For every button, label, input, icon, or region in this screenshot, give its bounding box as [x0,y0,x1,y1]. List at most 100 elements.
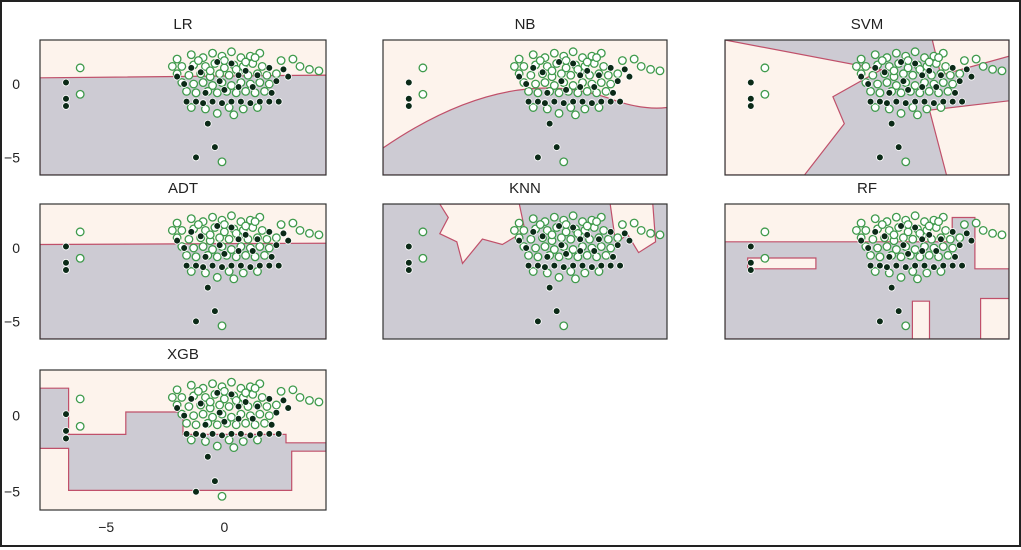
data-point-class1 [198,242,208,252]
data-point-class0 [279,65,288,74]
data-point-class0 [911,261,919,270]
data-point-class1 [186,214,196,224]
data-point-class1 [526,234,536,244]
data-point-class1 [891,81,901,90]
data-point-class0 [218,263,226,271]
data-point-class1 [305,228,314,238]
data-point-class1 [257,392,267,402]
data-point-class0 [208,430,217,438]
data-point-class0 [265,64,274,72]
data-point-class0 [550,97,559,106]
data-point-class1 [193,56,203,65]
data-point-class0 [227,261,236,270]
data-point-class0 [930,99,938,107]
axes-border [39,369,327,511]
data-point-class1 [870,214,880,224]
data-point-class1 [760,89,770,99]
data-point-class1 [938,242,948,252]
data-point-class0 [887,119,896,128]
data-point-class0 [613,241,622,249]
data-point-class0 [948,97,957,106]
data-point-class0 [876,97,884,106]
data-point-class0 [562,250,570,258]
data-point-class0 [962,229,971,238]
data-point-class1 [184,70,194,80]
x-tick-label: −5 [98,519,114,535]
data-point-class1 [212,88,222,98]
data-point-class1 [910,47,920,57]
data-point-class1 [212,441,222,451]
data-point-class1 [295,61,305,71]
axes-border [39,39,327,176]
data-point-class1 [241,250,251,260]
data-point-class0 [864,244,872,252]
data-point-class1 [288,385,298,395]
data-point-class0 [522,244,530,252]
data-point-class1 [528,267,538,276]
data-point-class1 [592,217,602,227]
data-point-class1 [540,78,550,88]
data-point-class1 [571,110,580,120]
data-point-class0 [747,266,755,274]
data-point-class0 [951,89,959,97]
data-point-class1 [172,54,182,64]
data-point-class1 [547,66,557,76]
data-point-class0 [196,68,205,77]
data-point-class1 [305,64,314,74]
data-point-class1 [535,56,545,65]
data-point-class0 [204,119,212,128]
data-point-class1 [556,233,566,243]
data-point-class1 [295,225,305,235]
data-point-class0 [857,236,865,245]
data-point-class1 [870,103,880,112]
data-point-class0 [248,247,257,255]
axes-border [724,39,1010,176]
data-point-class0 [876,317,884,326]
data-point-class1 [617,220,627,229]
data-point-class1 [186,50,196,60]
data-point-class1 [580,268,590,278]
data-point-class1 [913,274,922,284]
data-point-class0 [534,153,542,162]
data-point-class0 [925,231,933,239]
decision-region-3 [911,300,931,339]
data-point-class1 [241,221,251,231]
data-point-class1 [227,377,236,387]
data-point-class1 [250,217,260,227]
data-point-class0 [932,247,941,255]
data-point-class0 [241,67,250,75]
data-point-class1 [276,220,286,229]
data-point-class0 [201,89,210,97]
data-point-class0 [918,235,926,244]
data-point-class0 [246,99,255,107]
data-point-class0 [606,261,615,270]
data-point-class1 [997,230,1007,240]
data-point-class1 [250,53,260,63]
subplot-svm: SVM [724,16,1010,176]
data-point-class1 [208,379,217,389]
axes-border [39,203,327,340]
data-point-class1 [191,420,201,430]
data-point-class1 [582,86,592,96]
data-point-class1 [889,230,899,240]
data-point-class0 [583,67,591,75]
data-point-class0 [948,261,957,270]
data-point-class0 [951,253,959,261]
data-point-class1 [215,400,225,410]
data-point-class1 [760,63,770,73]
data-point-class0 [524,97,533,106]
data-point-class1 [896,88,906,98]
data-point-class0 [529,64,538,72]
data-point-class0 [192,430,200,438]
y-tick-label: −5 [4,149,20,165]
data-point-class0 [246,431,255,440]
data-point-class1 [971,54,981,64]
data-point-class1 [189,79,199,89]
data-point-class0 [227,97,236,106]
data-point-class1 [182,250,191,260]
data-point-class1 [988,64,998,74]
subplot-title: RF [857,180,877,197]
data-point-class1 [509,225,519,235]
data-point-class1 [186,435,196,445]
data-point-class1 [636,61,646,71]
